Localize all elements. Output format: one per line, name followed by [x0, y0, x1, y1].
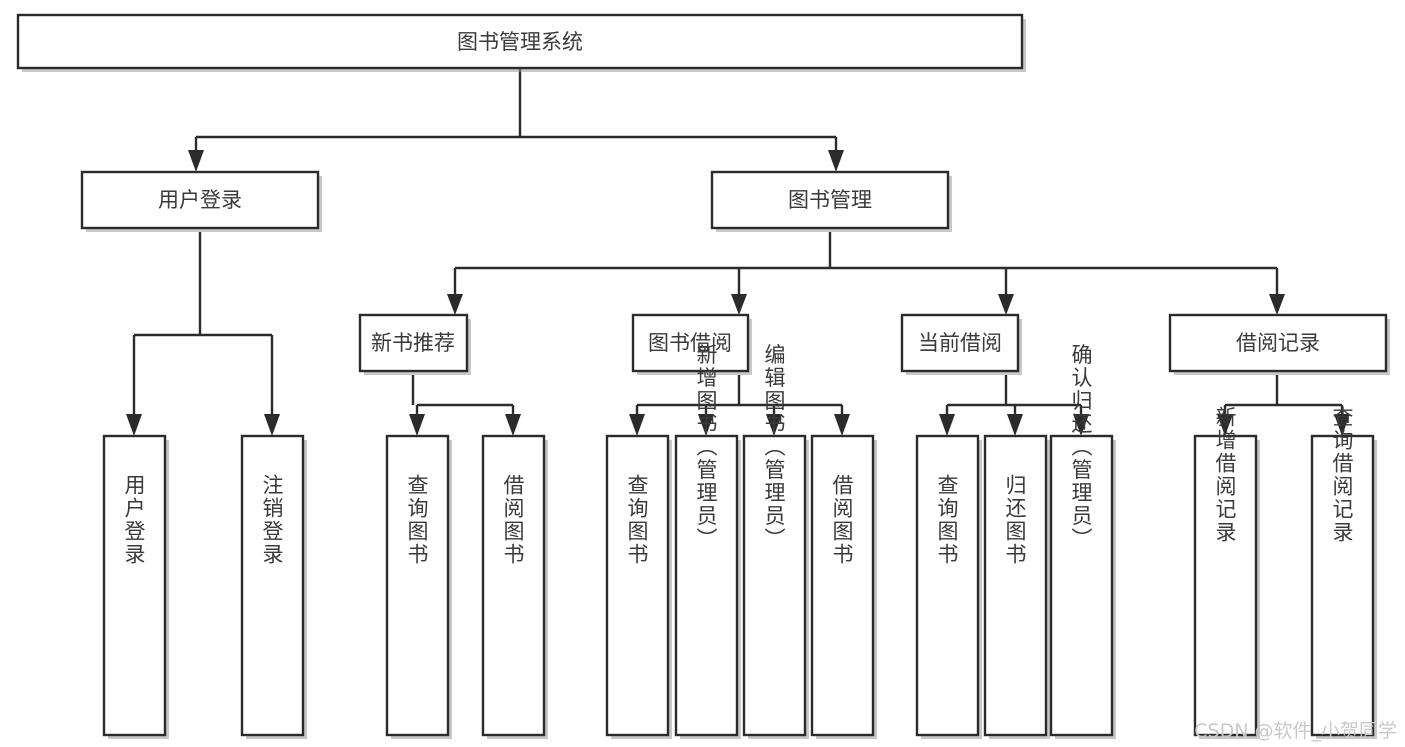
- leaf-node[interactable]: 查询图书: [605, 434, 672, 739]
- arrow-head-leaf7: [766, 414, 782, 436]
- node-newbook-box: [358, 313, 469, 373]
- node-bookmgmt-box: [710, 170, 950, 230]
- arrow-head-login: [188, 150, 204, 172]
- arrow-head-records: [1269, 294, 1285, 315]
- node-records[interactable]: 借阅记录: [1168, 313, 1390, 375]
- leaf-node[interactable]: 归还图书: [983, 434, 1050, 739]
- connector-layer: [126, 68, 1350, 436]
- leaf-box-2: [240, 434, 305, 737]
- leaf-box-12: [1193, 434, 1258, 737]
- leaf-label-12: 新增借阅记录: [1213, 406, 1237, 544]
- node-newbook[interactable]: 新书推荐: [358, 313, 471, 375]
- node-records-box: [1168, 313, 1388, 373]
- leaf-label-3: 查询图书: [405, 474, 429, 566]
- node-bookmgmt[interactable]: 图书管理: [710, 170, 952, 232]
- node-borrow-box: [631, 313, 750, 373]
- leaf-box-10: [983, 434, 1048, 737]
- leaf-box-4: [481, 434, 546, 737]
- arrow-head-leaf4: [505, 414, 521, 436]
- node-bookmgmt-label: 图书管理: [788, 188, 872, 212]
- arrow-head-leaf11: [1073, 414, 1089, 436]
- arrow-head-leaf12: [1217, 414, 1233, 436]
- leaf-box-8: [810, 434, 875, 737]
- node-login-label: 用户登录: [158, 188, 242, 212]
- arrow-head-leaf1: [126, 414, 142, 436]
- node-borrow[interactable]: 图书借阅: [631, 313, 752, 375]
- node-current-box: [900, 313, 1020, 373]
- leaf-node[interactable]: 查询借阅记录: [1310, 406, 1377, 739]
- leaf-node[interactable]: 用户登录: [102, 434, 169, 739]
- node-root[interactable]: 图书管理系统: [16, 13, 1026, 72]
- arrow-head-leaf6: [698, 414, 714, 436]
- node-current-label: 当前借阅: [918, 331, 1002, 355]
- leaf-box-11: [1049, 434, 1114, 737]
- arrow-head-leaf3: [409, 414, 425, 436]
- leaf-label-13: 查询借阅记录: [1330, 406, 1354, 544]
- leaf-label-7: 编辑图书（管理员）: [762, 344, 786, 551]
- leaf-label-1: 用户登录: [122, 474, 146, 566]
- leaf-box-13: [1310, 434, 1375, 737]
- node-borrow-label: 图书借阅: [648, 331, 732, 355]
- arrow-head-newbook: [447, 294, 463, 315]
- leaf-node[interactable]: 借阅图书: [810, 434, 877, 739]
- leaf-label-9: 查询图书: [935, 474, 959, 566]
- leaf-box-1: [102, 434, 167, 737]
- arrow-head-leaf2: [264, 414, 280, 436]
- leaf-label-6: 新增图书（管理员）: [694, 344, 718, 551]
- node-current[interactable]: 当前借阅: [900, 313, 1022, 375]
- leaf-label-4: 借阅图书: [501, 474, 525, 566]
- leaf-node[interactable]: 查询图书: [385, 434, 452, 739]
- arrow-head-leaf8: [834, 414, 850, 436]
- node-login-box: [80, 170, 320, 230]
- arrow-head-borrow: [731, 294, 747, 315]
- arrow-head-leaf9: [939, 414, 955, 436]
- node-newbook-label: 新书推荐: [371, 331, 455, 355]
- node-login[interactable]: 用户登录: [80, 170, 322, 232]
- leaf-node[interactable]: 新增图书（管理员）: [674, 344, 741, 740]
- leaf-label-10: 归还图书: [1003, 474, 1027, 566]
- leaf-box-5: [605, 434, 670, 737]
- arrow-head-leaf5: [629, 414, 645, 436]
- leaf-node[interactable]: 查询图书: [915, 434, 982, 739]
- leaf-node[interactable]: 新增借阅记录: [1193, 406, 1260, 739]
- leaf-node[interactable]: 借阅图书: [481, 434, 548, 739]
- leaf-node[interactable]: 确认归还（管理员）: [1049, 344, 1116, 740]
- node-root-label: 图书管理系统: [457, 30, 583, 54]
- leaf-label-2: 注销登录: [260, 474, 284, 566]
- csdn-watermark: CSDN @软件_小贺同学: [1194, 720, 1397, 742]
- leaf-box-3: [385, 434, 450, 737]
- leaf-box-9: [915, 434, 980, 737]
- leaf-box-6: [674, 434, 739, 737]
- node-records-label: 借阅记录: [1236, 331, 1320, 355]
- node-root-box: [16, 13, 1024, 70]
- arrow-head-leaf13: [1334, 414, 1350, 436]
- leaf-label-5: 查询图书: [625, 474, 649, 566]
- arrow-head-bookmgmt: [828, 150, 844, 172]
- leaf-label-11: 确认归还（管理员）: [1069, 344, 1093, 551]
- leaf-label-8: 借阅图书: [830, 474, 854, 566]
- leaf-node[interactable]: 注销登录: [240, 434, 307, 739]
- leaf-node[interactable]: 编辑图书（管理员）: [742, 344, 809, 740]
- leaf-box-7: [742, 434, 807, 737]
- arrow-head-current: [998, 294, 1014, 315]
- arrow-head-leaf10: [1007, 414, 1023, 436]
